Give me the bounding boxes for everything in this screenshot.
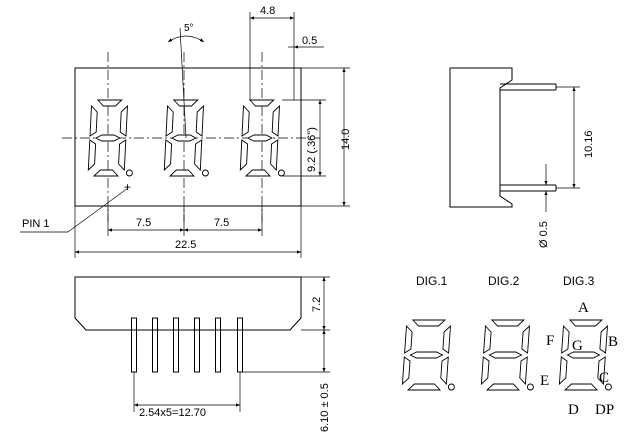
bottom-pin-2 (152, 317, 158, 373)
front-digit3-segment-b (271, 104, 281, 137)
legend-digits (401, 319, 612, 391)
front-digit3-segment-g (246, 134, 273, 142)
front-digit1-segment-b (119, 104, 129, 137)
front-digit2-segment-d (168, 169, 196, 177)
gap-label: 0.5 (302, 35, 317, 47)
front-digit3-segment-d (244, 169, 272, 177)
pin-length-label: 6.10 ± 0.5 (319, 383, 331, 432)
segment-diagram: DIG.1 DIG.2 DIG.3 A B C D E F G DP (401, 274, 618, 418)
legend-digit3-segment-c (597, 356, 606, 386)
legend-digit3-segment-a (568, 319, 604, 327)
bottom-pin-3 (173, 317, 179, 373)
front-digit1-segment-c (118, 139, 127, 172)
digit1-label: DIG.1 (416, 274, 448, 288)
pitch2-label: 7.5 (214, 217, 229, 229)
legend-digit2-segment-e (480, 356, 490, 386)
digit3-label: DIG.3 (563, 274, 595, 288)
body-width-label: 22.5 (175, 239, 196, 251)
front-digit3-segment-e (239, 139, 249, 172)
pin1-leader-line (67, 187, 129, 233)
segment-e-label: E (540, 373, 549, 389)
pin-diameter-label: Ø 0.5 (538, 221, 550, 248)
legend-digit2-segment-f (483, 324, 492, 354)
legend-digit1-segment-a (411, 319, 447, 327)
front-digit1-segment-a (96, 99, 123, 107)
angle-slant-line-a (179, 27, 187, 139)
legend-digit3-segment-e (558, 356, 568, 386)
front-digit2-segment-g (170, 134, 197, 142)
bottom-pin-5 (215, 317, 221, 373)
front-digit1-segment-g (94, 134, 121, 142)
front-digit1-segment-d (92, 169, 120, 177)
segment-a-label: A (578, 300, 589, 316)
legend-digit1-segment-b (442, 324, 452, 354)
front-digit2-segment-c (194, 139, 203, 172)
angle-arc (167, 35, 205, 43)
front-digit1-segment-e (87, 139, 97, 172)
segment-g-label: G (572, 338, 583, 354)
front-digit2-segment-b (195, 104, 205, 137)
bottom-pin-4 (194, 317, 200, 373)
front-digit3-segment-a (248, 99, 275, 107)
pin-pitch-label: 2.54x5=12.70 (139, 407, 206, 419)
legend-digit1-segment-f (404, 324, 413, 354)
front-digit2-segment-a (172, 99, 199, 107)
front-digit3-segment-c (270, 139, 279, 172)
legend-digit1-segment-g (409, 351, 444, 359)
segment-c-label: C (599, 370, 609, 386)
legend-digit1-segment-c (440, 356, 449, 386)
front-digit2-decimal-point (201, 169, 209, 177)
pin1-label: PIN 1 (22, 218, 50, 230)
body-height-label: 14.0 (340, 129, 352, 150)
digit-height-label: 9.2 (.36") (306, 127, 318, 172)
front-digit1-decimal-point (125, 169, 133, 177)
segment-dp-label: DP (595, 402, 614, 418)
bottom-body-outline (74, 276, 302, 331)
front-digit3-decimal-point (277, 169, 285, 177)
legend-digit3-segment-b (599, 324, 609, 354)
legend-digit2-segment-c (519, 356, 528, 386)
segment-b-label: B (608, 334, 618, 350)
front-view: + PIN 1 5° 4.8 0.5 9.2 (.36") 14.0 7 (20, 5, 352, 258)
pin1-mark: + (124, 180, 131, 194)
side-body-outline (449, 67, 513, 208)
legend-digit1-segment-e (401, 356, 411, 386)
pitch1-label: 7.5 (136, 217, 151, 229)
bottom-pins (131, 317, 243, 373)
front-digits (87, 99, 285, 177)
top-width-label: 4.8 (260, 5, 275, 17)
legend-digit1-segment-d (406, 383, 442, 391)
front-digit1-segment-f (89, 104, 98, 137)
bottom-pin-6 (237, 317, 243, 373)
legend-digit2-segment-b (521, 324, 531, 354)
segment-d-label: D (568, 402, 579, 418)
side-height-label: 7.2 (311, 297, 323, 312)
side-view: 10.16 Ø 0.5 (449, 67, 595, 248)
front-digit2-segment-f (165, 104, 174, 137)
front-digit3-segment-f (241, 104, 250, 137)
legend-digit2-decimal-point (526, 383, 534, 391)
front-body-outline (74, 67, 302, 207)
front-digit2-segment-e (163, 139, 173, 172)
legend-digit2-segment-d (485, 383, 521, 391)
legend-digit3-segment-f (561, 324, 570, 354)
bottom-pin-1 (131, 317, 137, 373)
angle-label: 5° (184, 23, 194, 34)
legend-digit2-segment-g (488, 351, 523, 359)
legend-digit3-segment-d (563, 383, 599, 391)
legend-digit1-decimal-point (447, 383, 455, 391)
segment-f-label: F (546, 333, 554, 349)
pin-spacing-label: 10.16 (583, 130, 595, 158)
bottom-view: 7.2 6.10 ± 0.5 2.54x5=12.70 (74, 276, 331, 432)
legend-digit2-segment-a (490, 319, 526, 327)
legend-digit3-decimal-point (604, 383, 612, 391)
digit2-label: DIG.2 (488, 274, 520, 288)
legend-digit3-segment-g (566, 351, 601, 359)
